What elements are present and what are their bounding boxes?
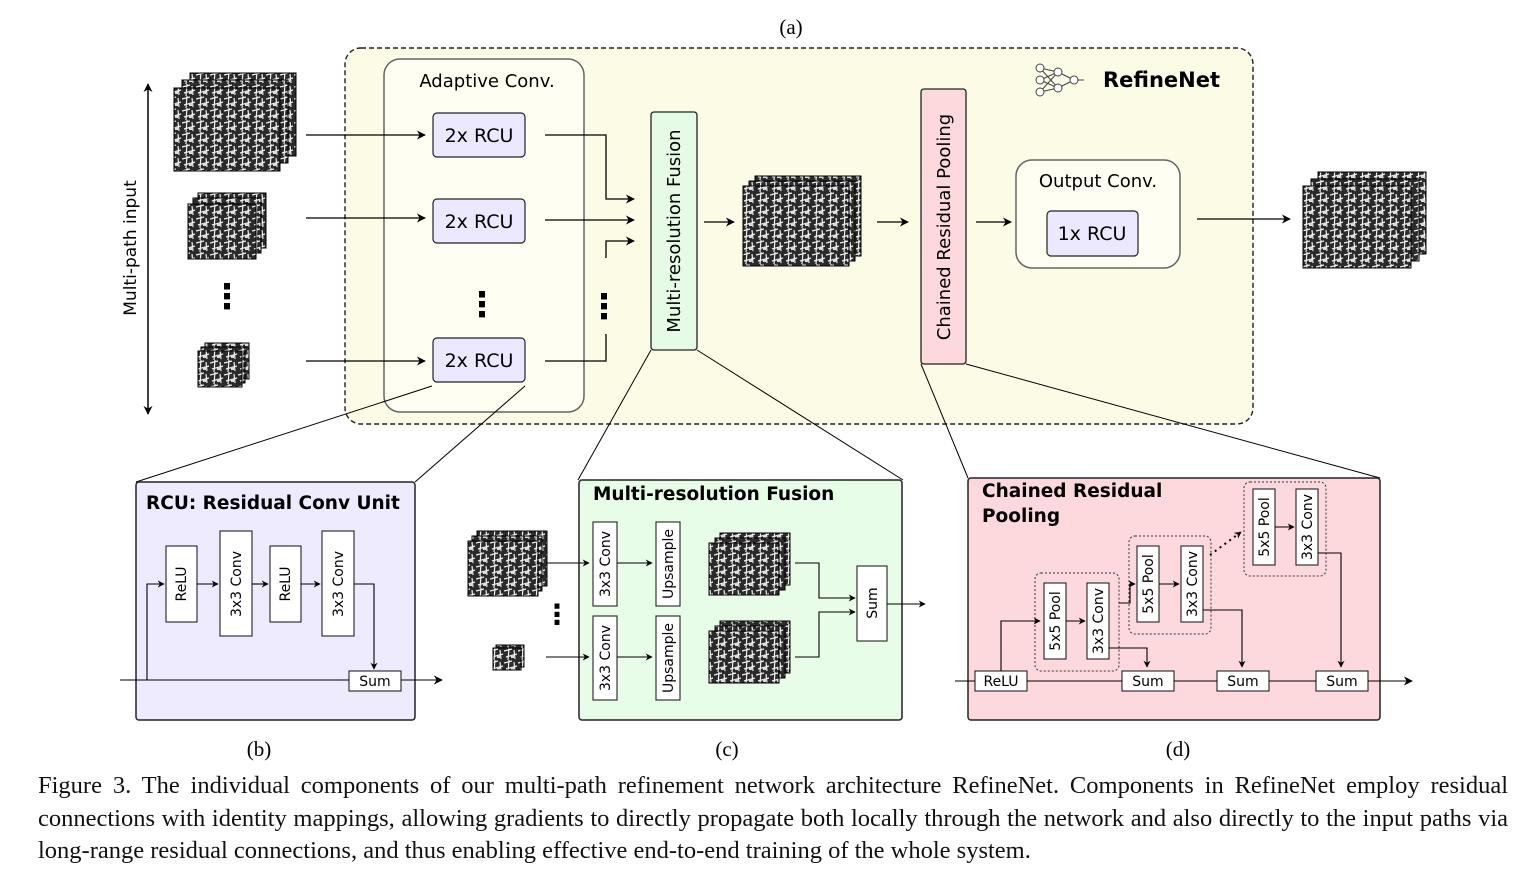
adaptive-conv-title: Adaptive Conv. <box>419 71 554 92</box>
crp-panel-title-line1: Chained Residual <box>982 481 1162 502</box>
crp-conv-1-label: 3x3 Conv <box>1091 588 1107 654</box>
mrf-arrows <box>546 559 926 661</box>
rcu-block-2: 2x RCU <box>432 198 526 244</box>
mrf-feature-map-1 <box>708 532 791 596</box>
crp-chain-dots <box>1209 531 1242 556</box>
crp-sum-3: Sum <box>1315 670 1369 692</box>
crp-sum-1: Sum <box>1121 670 1175 692</box>
rcu-conv-1-label: 3x3 Conv <box>229 551 245 617</box>
panel-label-c: (c) <box>715 737 738 761</box>
rcu-block-3: 2x RCU <box>432 337 526 383</box>
rcu-ellipsis: ⋮ <box>465 285 499 325</box>
mrf-panel <box>578 479 903 721</box>
rcu-block-1-label: 2x RCU <box>445 125 514 147</box>
rcu-conv-2-label: 3x3 Conv <box>331 551 347 617</box>
refinenet-figure: (a) RefineNet Multi-path input ⋮ Adaptiv… <box>120 15 1427 761</box>
input-ellipsis: ⋮ <box>210 277 244 317</box>
mrf-conv-1-label: 3x3 Conv <box>598 531 614 597</box>
network-logo-icon <box>1035 63 1084 97</box>
rcu-block-2-label: 2x RCU <box>445 211 514 233</box>
mrf-feature-map-2 <box>708 620 791 684</box>
mrf-upsample-2: Upsample <box>655 615 681 701</box>
crp-panel <box>967 477 1381 721</box>
output-conv-title: Output Conv. <box>1039 171 1157 192</box>
rcu-to-fusion-arrows <box>545 134 635 362</box>
refinenet-title: RefineNet <box>1103 68 1220 92</box>
rcu-relu-2: ReLU <box>269 545 302 623</box>
pooling-block <box>920 88 967 365</box>
crp-sum-2-label: Sum <box>1227 674 1258 690</box>
mrf-conv-1: 3x3 Conv <box>592 521 618 607</box>
mrf-panel-title: Multi-resolution Fusion <box>593 484 834 505</box>
mrf-conv-2-label: 3x3 Conv <box>598 625 614 691</box>
rcu-panel-title: RCU: Residual Conv Unit <box>146 493 400 514</box>
crp-panel-title-line2: Pooling <box>982 506 1060 527</box>
zoom-connectors <box>135 349 1381 483</box>
rcu-conv-1: 3x3 Conv <box>219 530 253 637</box>
crp-pool-3: 5x5 Pool <box>1252 488 1276 566</box>
mrf-input-ellipsis: ⋮ <box>543 598 571 631</box>
crp-sum-2: Sum <box>1216 670 1270 692</box>
panel-label-d: (d) <box>1166 737 1191 761</box>
rcu-sum: Sum <box>348 670 402 692</box>
crp-pool-1: 5x5 Pool <box>1043 582 1067 660</box>
crp-sum-3-label: Sum <box>1326 674 1357 690</box>
input-feature-map-small <box>197 342 250 388</box>
crp-conv-1: 3x3 Conv <box>1086 582 1110 660</box>
mrf-input-map-large <box>467 530 548 597</box>
panel-label-b: (b) <box>247 737 272 761</box>
crp-relu: ReLU <box>974 670 1028 692</box>
crp-arrows <box>955 523 1413 686</box>
output-rcu-block <box>1046 210 1139 257</box>
panel-label-a: (a) <box>779 15 802 39</box>
fusion-block-label: Multi-resolution Fusion <box>664 129 685 332</box>
rcu-arrows <box>120 580 443 685</box>
input-feature-map-large <box>173 72 297 172</box>
mrf-conv-2: 3x3 Conv <box>592 615 618 701</box>
fusion-input-ellipsis: ⋮ <box>587 287 621 327</box>
fusion-block <box>650 111 698 351</box>
input-arrows <box>306 130 426 366</box>
mrf-input-map-small <box>492 644 525 671</box>
figure-caption: Figure 3. The individual components of o… <box>38 772 1508 864</box>
pooling-block-label: Chained Residual Pooling <box>934 114 955 340</box>
mrf-upsample-1-label: Upsample <box>661 529 677 599</box>
rcu-relu-1: ReLU <box>165 545 198 623</box>
crp-pool-2-label: 5x5 Pool <box>1141 554 1157 614</box>
mrf-upsample-1: Upsample <box>655 521 681 607</box>
crp-pool-3-label: 5x5 Pool <box>1257 497 1273 557</box>
input-feature-map-medium <box>187 192 267 260</box>
crp-pool-2: 5x5 Pool <box>1136 545 1160 623</box>
crp-stage-3 <box>1243 481 1327 577</box>
rcu-sum-label: Sum <box>359 674 390 690</box>
multi-path-input-label: Multi-path input <box>121 180 141 316</box>
crp-pool-1-label: 5x5 Pool <box>1048 591 1064 651</box>
mrf-sum: Sum <box>856 565 888 642</box>
rcu-conv-2: 3x3 Conv <box>321 530 355 637</box>
rcu-relu-2-label: ReLU <box>278 566 294 601</box>
crp-conv-2: 3x3 Conv <box>1180 545 1204 623</box>
crp-conv-3: 3x3 Conv <box>1295 488 1319 566</box>
crp-conv-3-label: 3x3 Conv <box>1300 494 1316 560</box>
crp-sum-1-label: Sum <box>1132 674 1163 690</box>
mrf-sum-label: Sum <box>865 587 881 618</box>
mrf-upsample-2-label: Upsample <box>661 623 677 693</box>
output-rcu-label: 1x RCU <box>1058 223 1127 245</box>
fused-feature-map <box>742 175 862 267</box>
rcu-block-1: 2x RCU <box>432 112 526 158</box>
crp-conv-2-label: 3x3 Conv <box>1185 551 1201 617</box>
rcu-block-3-label: 2x RCU <box>445 350 514 372</box>
rcu-relu-1-label: ReLU <box>174 566 190 601</box>
output-feature-map <box>1302 171 1427 269</box>
crp-relu-label: ReLU <box>983 674 1018 690</box>
